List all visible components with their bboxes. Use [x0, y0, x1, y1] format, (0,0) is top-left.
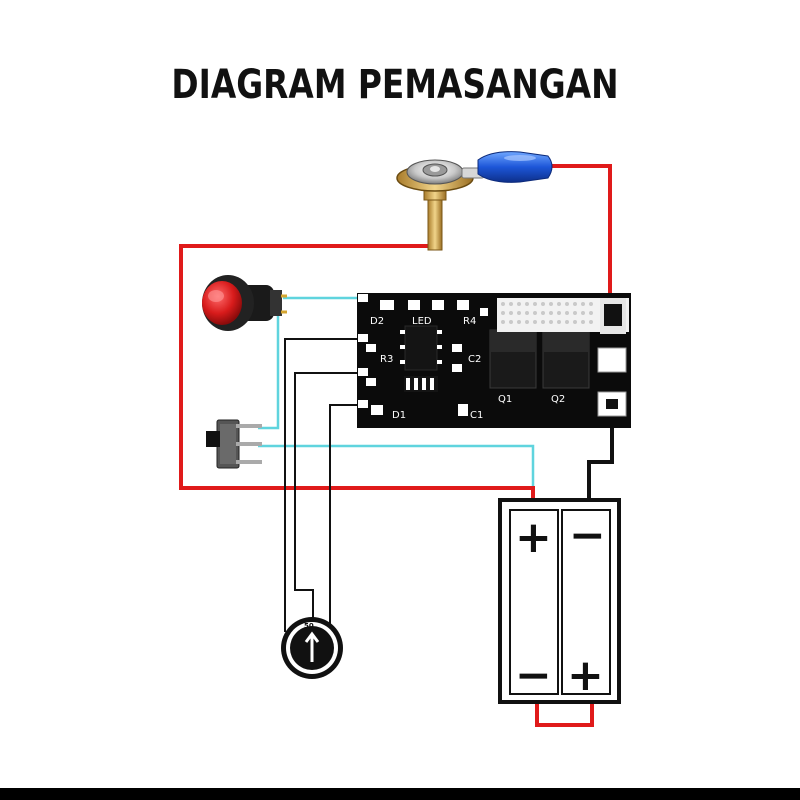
black-wire-negative [587, 420, 614, 512]
battery-sign-top-right: − [569, 510, 606, 561]
dual-battery-holder-icon: + − − + [498, 498, 621, 704]
red-push-button-icon [202, 275, 287, 331]
pcb-label-d2: D2 [370, 316, 384, 327]
pcb-label-c2: C2 [468, 354, 481, 365]
battery-sign-top-left: + [515, 512, 552, 563]
pcb-label-r3: R3 [380, 354, 393, 365]
pcb-label-r4: R4 [463, 316, 476, 327]
battery-sign-bottom-right: + [567, 650, 604, 701]
pcb-label-c1: C1 [470, 410, 483, 421]
cyan-wire-button-2 [258, 310, 283, 430]
blue-spade-connector-icon [461, 151, 553, 183]
pot-wire-1 [284, 338, 358, 625]
pcb-board: D2 LED R4 R3 C2 Q1 Q2 D1 C1 [357, 293, 631, 428]
pcb-vias [501, 302, 593, 324]
pot-wire-3 [329, 404, 358, 625]
slide-switch-icon [206, 419, 262, 469]
pot-wire-2 [294, 372, 358, 625]
pcb-label-q2: Q2 [551, 394, 565, 405]
pcb-label-d1: D1 [392, 410, 406, 421]
bottom-frame-bar [0, 788, 800, 800]
potentiometer-dial-icon: 50 [281, 617, 343, 679]
pot-scale-label: 50 [304, 622, 314, 630]
battery-sign-bottom-left: − [515, 650, 552, 701]
diagram-title: DIAGRAM PEMASANGAN [171, 62, 619, 108]
cyan-wire-switch [258, 444, 535, 486]
pcb-label-q1: Q1 [498, 394, 512, 405]
red-wire-positive [548, 164, 612, 300]
red-wire-battery-bridge [535, 700, 594, 727]
pcb-label-led: LED [412, 316, 432, 327]
